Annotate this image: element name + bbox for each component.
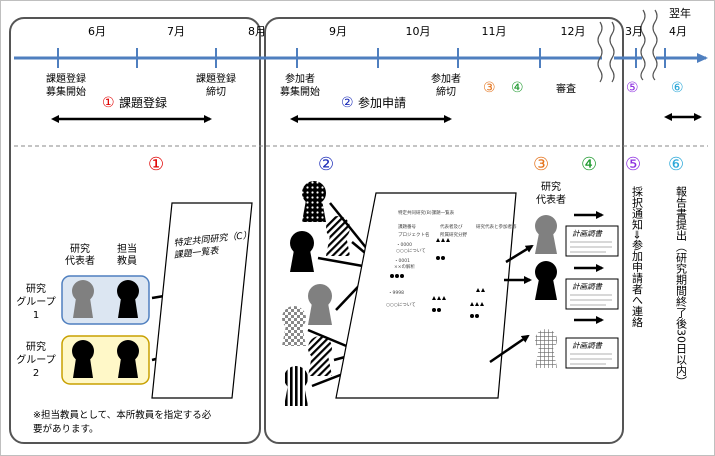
project-list-b-content: 特定共同研究(B)課題一覧表 課題番号 プロジェクト名 代表者及び 所属研究分野… bbox=[386, 209, 517, 308]
selection-arrows bbox=[489, 244, 534, 364]
event-part-start-line1: 参加者 bbox=[285, 72, 315, 85]
svg-text:プロジェクト名: プロジェクト名 bbox=[398, 231, 430, 238]
phase2-number: ② bbox=[341, 95, 354, 111]
event-reg-end-line2: 締切 bbox=[206, 85, 226, 98]
selected-rep-black-icon bbox=[535, 261, 557, 300]
svg-text:・0000: ・0000 bbox=[396, 242, 412, 248]
month-label-apr: 4月 bbox=[669, 25, 687, 38]
applicant-icon-checker bbox=[282, 306, 306, 346]
note-line2: 要があります。 bbox=[33, 423, 99, 435]
svg-text:課題番号: 課題番号 bbox=[398, 223, 416, 230]
timeline-break-1 bbox=[597, 21, 603, 83]
applicant-icon-striped bbox=[284, 366, 308, 406]
applicant-icons bbox=[282, 181, 350, 406]
month-label-jul: 7月 bbox=[167, 25, 185, 38]
project-list-c-title-line2: 課題一覧表 bbox=[173, 245, 220, 261]
group2-label-line1: 研究 bbox=[26, 340, 46, 353]
timeline-ticks bbox=[57, 48, 666, 68]
svg-text:××の解析: ××の解析 bbox=[394, 263, 416, 270]
svg-text:特定共同研究(B)課題一覧表: 特定共同研究(B)課題一覧表 bbox=[398, 209, 455, 216]
svg-text:代表者及び: 代表者及び bbox=[440, 223, 463, 230]
plan-document-1: 計画調書 bbox=[565, 225, 619, 257]
next-year-label: 翌年 bbox=[669, 6, 691, 20]
s1-staff-label-line2: 教員 bbox=[117, 254, 137, 267]
s1-staff-label-line1: 担当 bbox=[117, 242, 137, 255]
applicant-icon-dotted bbox=[302, 181, 326, 222]
timeline-break-2b bbox=[652, 9, 658, 81]
timeline-break-1b bbox=[609, 21, 615, 83]
event-part-end-line2: 締切 bbox=[436, 85, 456, 98]
phase1-label: 課題登録 bbox=[119, 95, 167, 110]
phase6-number-timeline: ⑥ bbox=[671, 80, 684, 96]
plan-document-3: 計画調書 bbox=[565, 337, 619, 369]
group2-label-line3: 2 bbox=[33, 368, 39, 379]
phase1-number: ① bbox=[102, 95, 115, 111]
event-reg-start-line1: 課題登録 bbox=[46, 72, 86, 85]
selected-rep-gray-icon bbox=[535, 215, 557, 254]
group1-label-line2: グループ bbox=[16, 295, 55, 308]
s1-rep-label-line1: 研究 bbox=[70, 242, 90, 255]
phase2-frame bbox=[264, 17, 624, 444]
group2-label-line2: グループ bbox=[16, 353, 55, 366]
timeline-break-2 bbox=[640, 9, 646, 81]
svg-text:所属研究分野: 所属研究分野 bbox=[440, 231, 467, 238]
svg-text:・0001: ・0001 bbox=[394, 258, 410, 264]
section3-number: ③ bbox=[533, 154, 549, 175]
project-list-b-marks bbox=[390, 238, 485, 318]
group1-representative-icon bbox=[72, 280, 94, 318]
phase4-number-timeline: ④ bbox=[511, 80, 524, 96]
month-label-aug: 8月 bbox=[248, 25, 266, 38]
svg-text:・9998: ・9998 bbox=[388, 290, 404, 296]
group1-label-line1: 研究 bbox=[26, 282, 46, 295]
phase5-number-timeline: ⑤ bbox=[626, 80, 639, 96]
month-label-jun: 6月 bbox=[88, 25, 106, 38]
plan-arrows bbox=[574, 211, 604, 324]
plan-document-2-label: 計画調書 bbox=[572, 282, 603, 291]
s3-rep-label-line1: 研究 bbox=[541, 180, 561, 193]
event-part-end-line1: 参加者 bbox=[431, 72, 461, 85]
selected-rep-grid-icon bbox=[535, 329, 557, 368]
plan-document-2: 計画調書 bbox=[565, 278, 619, 310]
group2-staff-icon bbox=[117, 340, 139, 378]
svg-text:研究代表と参加者等: 研究代表と参加者等 bbox=[476, 223, 517, 230]
s3-rep-label-line2: 代表者 bbox=[536, 193, 566, 206]
section6-number: ⑥ bbox=[668, 154, 684, 175]
event-reg-start-line2: 募集開始 bbox=[46, 85, 86, 98]
phase1-frame bbox=[9, 17, 261, 444]
section4-number: ④ bbox=[581, 154, 597, 175]
section2-number: ② bbox=[318, 154, 334, 175]
month-label-dec: 12月 bbox=[561, 25, 586, 38]
applicant-icon-black bbox=[290, 231, 314, 272]
svg-text:○○○について: ○○○について bbox=[386, 302, 416, 308]
phase2-label: 参加申請 bbox=[358, 95, 406, 110]
s1-rep-label-line2: 代表者 bbox=[65, 254, 95, 267]
group1-label-line3: 1 bbox=[33, 310, 39, 321]
month-label-sep: 9月 bbox=[329, 25, 347, 38]
event-part-start-line2: 募集開始 bbox=[280, 85, 320, 98]
applicant-icon-diagonal2 bbox=[308, 336, 332, 376]
month-label-oct: 10月 bbox=[406, 25, 431, 38]
project-list-b-document bbox=[335, 192, 517, 399]
project-list-c-document bbox=[151, 202, 253, 399]
phase3-number-timeline: ③ bbox=[483, 80, 496, 96]
section1-number: ① bbox=[148, 154, 164, 175]
group2-representative-icon bbox=[72, 340, 94, 378]
plan-document-1-label: 計画調書 bbox=[572, 229, 603, 238]
month-label-nov: 11月 bbox=[482, 25, 507, 38]
svg-text:○○○について: ○○○について bbox=[396, 248, 426, 254]
event-reg-end-line1: 課題登録 bbox=[196, 72, 236, 85]
plan-document-3-label: 計画調書 bbox=[572, 341, 603, 350]
section6-report-text: 報告書提出（研究期間終了後30日以内） bbox=[675, 186, 688, 387]
month-label-mar: 3月 bbox=[625, 25, 643, 38]
applicant-icon-gray bbox=[308, 284, 332, 325]
note-line1: ※担当教員として、本所教員を指定する必 bbox=[33, 409, 212, 421]
event-review: 審査 bbox=[556, 82, 576, 95]
section5-notification-text: 採択通知⇒参加申請者へ連絡 bbox=[631, 185, 644, 328]
section5-number: ⑤ bbox=[625, 154, 641, 175]
group1-staff-icon bbox=[117, 280, 139, 318]
